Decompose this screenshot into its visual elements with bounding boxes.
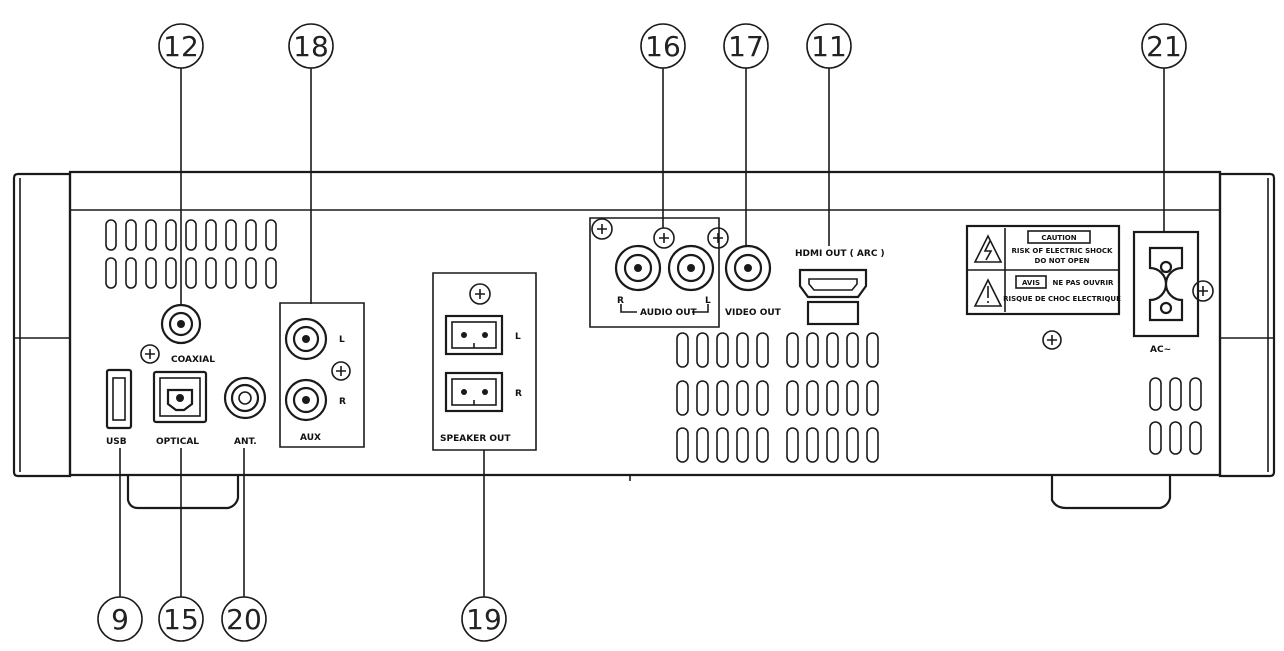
video-out-label: VIDEO OUT xyxy=(725,308,782,318)
callout-21: 21 xyxy=(1141,23,1187,69)
callout-number: 12 xyxy=(163,30,199,63)
callout-15: 15 xyxy=(158,596,204,642)
avis-line-1: NE PAS OUVRIR xyxy=(1053,279,1115,287)
callout-12: 12 xyxy=(158,23,204,69)
audio-out-jack-l xyxy=(667,244,715,292)
aux-jack-r xyxy=(284,378,328,422)
coaxial-jack xyxy=(160,303,202,345)
aux-jack-l xyxy=(284,317,328,361)
vent-slots-center xyxy=(676,332,879,463)
audio-out-panel xyxy=(589,217,720,328)
callout-leaders xyxy=(119,68,1165,597)
callout-16: 16 xyxy=(640,23,686,69)
callout-number: 9 xyxy=(111,603,129,636)
callout-20: 20 xyxy=(221,596,267,642)
ant-label: ANT. xyxy=(234,437,257,447)
speaker-l-label: L xyxy=(515,332,521,342)
screw-icon xyxy=(1042,330,1062,350)
usb-port xyxy=(105,368,133,430)
audio-out-r-label: R xyxy=(617,296,624,306)
coaxial-label: COAXIAL xyxy=(171,355,215,365)
screw-icon xyxy=(331,361,351,381)
speaker-terminal-l xyxy=(444,314,504,356)
speaker-out-panel xyxy=(432,272,537,451)
screw-icon xyxy=(707,227,729,249)
callout-9: 9 xyxy=(97,596,143,642)
warning-label xyxy=(965,224,1121,316)
audio-out-jack-r xyxy=(614,244,662,292)
callout-number: 19 xyxy=(466,603,502,636)
video-out-jack xyxy=(724,244,772,292)
caution-line-2: DO NOT OPEN xyxy=(1035,257,1090,265)
ac-label: AC~ xyxy=(1150,345,1171,355)
warning-triangle-icon xyxy=(973,278,1003,307)
aux-label: AUX xyxy=(300,433,321,443)
hdmi-out-label: HDMI OUT ( ARC ) xyxy=(795,249,885,259)
screw-icon xyxy=(140,344,160,364)
aux-panel xyxy=(279,302,365,448)
callout-17: 17 xyxy=(723,23,769,69)
speaker-out-label: SPEAKER OUT xyxy=(440,434,511,444)
ac-inlet xyxy=(1132,230,1200,338)
speaker-r-label: R xyxy=(515,389,522,399)
vent-slots-right xyxy=(1149,377,1202,455)
caution-line-1: RISK OF ELECTRIC SHOCK xyxy=(1012,247,1114,255)
callout-11: 11 xyxy=(806,23,852,69)
aux-l-label: L xyxy=(339,335,345,345)
antenna-jack xyxy=(223,376,267,420)
callout-number: 11 xyxy=(811,30,847,63)
vent-slots-left xyxy=(105,219,277,289)
avis-title: AVIS xyxy=(1022,279,1040,287)
audio-out-label: AUDIO OUT xyxy=(640,308,698,318)
chassis xyxy=(12,170,1276,510)
callout-number: 15 xyxy=(163,603,199,636)
audio-out-l-label: L xyxy=(705,296,711,306)
caution-title: CAUTION xyxy=(1041,234,1076,242)
optical-label: OPTICAL xyxy=(156,437,199,447)
callout-number: 17 xyxy=(728,30,764,63)
speaker-terminal-r xyxy=(444,371,504,413)
screw-icon xyxy=(653,227,675,249)
aux-r-label: R xyxy=(339,397,346,407)
callout-number: 16 xyxy=(645,30,681,63)
screw-icon xyxy=(469,283,491,305)
screw-icon xyxy=(591,218,613,240)
usb-label: USB xyxy=(106,437,127,447)
warning-triangle-icon xyxy=(973,234,1003,263)
callout-19: 19 xyxy=(461,596,507,642)
screw-icon-group xyxy=(140,218,1214,381)
avis-line-2: RISQUE DE CHOC ELECTRIQUE xyxy=(1003,295,1121,303)
callout-number: 21 xyxy=(1146,30,1182,63)
hdmi-port xyxy=(798,268,868,326)
screw-icon xyxy=(1192,280,1214,302)
callout-18: 18 xyxy=(288,23,334,69)
callout-number: 18 xyxy=(293,30,329,63)
optical-port xyxy=(152,370,208,424)
callout-number: 20 xyxy=(226,603,262,636)
